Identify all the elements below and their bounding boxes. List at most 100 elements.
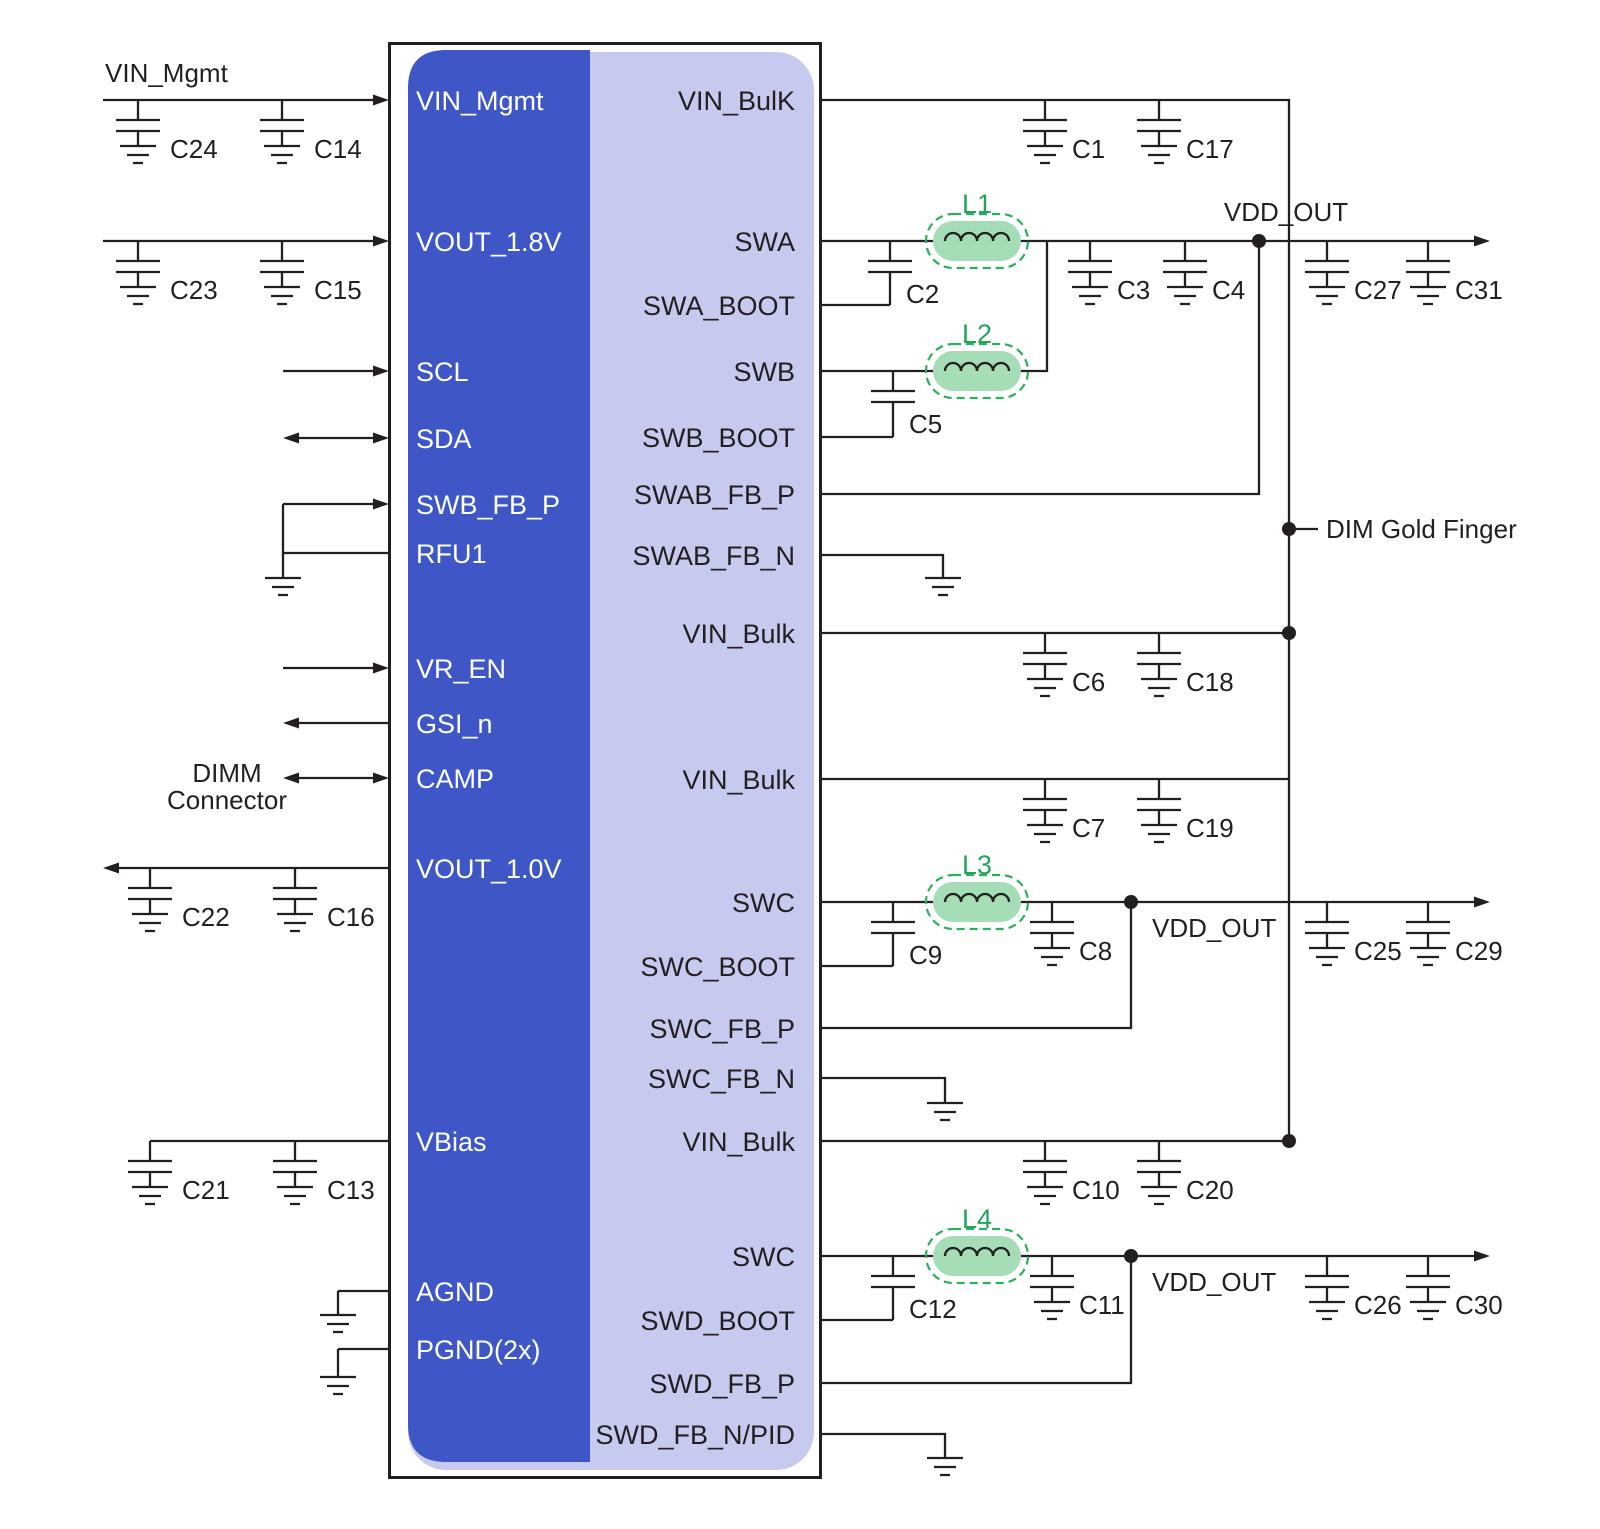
ground-swc-fb-n [925, 1101, 965, 1122]
junction-vin-bulk-3 [1282, 1134, 1296, 1148]
arrow-vdd-out-low [1474, 1250, 1490, 1262]
pin-vin-bulk-1: VIN_Bulk [682, 619, 795, 649]
pin-swd-fb-p: SWD_FB_P [649, 1369, 795, 1399]
capacitor-c19-label: C19 [1186, 813, 1234, 843]
capacitor-c4 [1161, 239, 1209, 306]
wire-swb [821, 241, 1049, 373]
pin-swb: SWB [733, 357, 795, 387]
capacitor-c8 [1028, 900, 1076, 967]
wire-swc-fb-n [821, 1076, 947, 1103]
capacitor-c22 [126, 866, 174, 933]
pin-swab-fb-n: SWAB_FB_N [632, 541, 795, 571]
inductor-l2-label: L2 [962, 319, 992, 349]
dimm-connector-label-line1: DIMM [192, 758, 261, 788]
pin-vin-bulk-3: VIN_Bulk [682, 1127, 795, 1157]
capacitor-c27-label: C27 [1354, 275, 1402, 305]
pin-vout-1v8: VOUT_1.8V [416, 227, 562, 257]
capacitor-c29 [1404, 900, 1452, 967]
junction-dim-gold-finger [1282, 522, 1296, 536]
pin-vin-mgmt: VIN_Mgmt [416, 86, 544, 116]
wire-pgnd [336, 1347, 389, 1377]
capacitor-c2-label: C2 [906, 279, 939, 309]
capacitor-c5-boot [821, 371, 915, 439]
pin-camp: CAMP [416, 764, 494, 794]
capacitor-c2-boot [821, 241, 912, 307]
junction-vdd-out-mid [1124, 895, 1138, 909]
net-dim-gold-finger-label: DIM Gold Finger [1326, 514, 1517, 544]
pin-swa: SWA [735, 227, 796, 257]
pin-swc: SWC [732, 888, 795, 918]
capacitor-c15 [258, 239, 306, 306]
capacitor-c18 [1135, 631, 1183, 698]
capacitor-c17 [1135, 98, 1183, 165]
net-vdd-out-top-label: VDD_OUT [1224, 197, 1348, 227]
capacitor-c23 [114, 239, 162, 306]
net-vin-mgmt-label: VIN_Mgmt [105, 58, 229, 88]
capacitor-c10-label: C10 [1072, 1175, 1120, 1205]
capacitor-c3 [1066, 239, 1114, 306]
capacitor-c3-label: C3 [1117, 275, 1150, 305]
capacitor-c26 [1303, 1254, 1351, 1321]
net-vdd-out-mid-label: VDD_OUT [1152, 913, 1276, 943]
pin-agnd: AGND [416, 1277, 494, 1307]
capacitor-c30 [1404, 1254, 1452, 1321]
capacitor-c9-boot [821, 902, 915, 968]
capacitor-c10 [1021, 1139, 1069, 1206]
junction-vdd-out-low [1124, 1249, 1138, 1263]
capacitor-c30-label: C30 [1455, 1290, 1503, 1320]
ground-swab-fb-n [923, 576, 963, 597]
pin-swc-boot: SWC_BOOT [640, 952, 795, 982]
capacitor-c25-label: C25 [1354, 936, 1402, 966]
pin-swb-fb-p: SWB_FB_P [416, 490, 560, 520]
capacitor-c11-label: C11 [1079, 1290, 1125, 1320]
dimm-connector-label-line2: Connector [167, 785, 287, 815]
capacitor-c17-label: C17 [1186, 134, 1234, 164]
capacitor-c21-label: C21 [182, 1175, 230, 1205]
capacitor-c14 [258, 98, 306, 165]
capacitor-c22-label: C22 [182, 902, 230, 932]
pin-rfu1: RFU1 [416, 539, 487, 569]
inductor-l3-label: L3 [962, 850, 992, 880]
pin-sda: SDA [416, 424, 472, 454]
capacitor-c14-label: C14 [314, 134, 362, 164]
capacitor-c31 [1404, 239, 1452, 306]
pin-pgnd: PGND(2x) [416, 1335, 541, 1365]
wire-swd-fb-p [821, 1256, 1133, 1385]
capacitor-c5-label: C5 [909, 409, 942, 439]
arrow-out-gsi-n [283, 717, 299, 729]
capacitor-c16-label: C16 [327, 902, 375, 932]
pin-vin-bulk-2: VIN_Bulk [682, 765, 795, 795]
capacitor-c21 [126, 1139, 174, 1206]
inductor-l4-label: L4 [962, 1204, 992, 1234]
ground-agnd [318, 1313, 358, 1334]
arrow-into-scl [373, 365, 389, 377]
capacitor-c27 [1303, 239, 1351, 306]
pin-vout-1v0: VOUT_1.0V [416, 854, 562, 884]
wire-agnd [336, 1289, 389, 1315]
capacitor-c11 [1028, 1254, 1076, 1321]
capacitor-c25 [1303, 900, 1351, 967]
arrow-into-vout-1v8 [373, 235, 389, 247]
capacitor-c24-label: C24 [170, 134, 218, 164]
wire-vin-bulk-trunk [821, 98, 1291, 1141]
capacitor-c12-boot [821, 1256, 915, 1322]
pin-swb-boot: SWB_BOOT [642, 423, 795, 453]
capacitor-c23-label: C23 [170, 275, 218, 305]
pin-vin-bulk-top: VIN_BulK [678, 86, 795, 116]
pin-swc-fb-p: SWC_FB_P [649, 1014, 795, 1044]
wire-swab-fb-p [821, 241, 1261, 496]
wire-swb-fb-p-rfu1 [281, 502, 389, 578]
capacitor-c20-label: C20 [1186, 1175, 1234, 1205]
capacitor-c8-label: C8 [1079, 936, 1112, 966]
capacitor-c18-label: C18 [1186, 667, 1234, 697]
capacitor-c7-label: C7 [1072, 813, 1105, 843]
junction-vin-bulk-1 [1282, 626, 1296, 640]
arrow-into-camp [373, 772, 389, 784]
wire-swc-fb-p [821, 902, 1133, 1030]
capacitor-c4-label: C4 [1212, 275, 1245, 305]
pin-swd-boot: SWD_BOOT [640, 1306, 795, 1336]
pin-scl: SCL [416, 357, 469, 387]
capacitor-c26-label: C26 [1354, 1290, 1402, 1320]
